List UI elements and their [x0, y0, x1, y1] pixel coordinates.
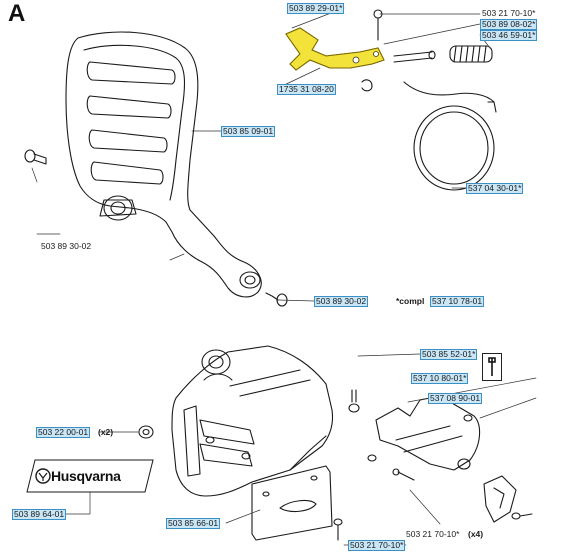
screw-mid: [348, 389, 360, 413]
part-label-503220001[interactable]: 503 22 00-01: [36, 427, 91, 438]
screw-bottom: [333, 518, 343, 541]
part-label-503893002-right[interactable]: 503 89 30-02: [314, 296, 369, 307]
clutch-cover: [171, 345, 334, 497]
part-label-503896401[interactable]: 503 89 64-01: [12, 509, 67, 520]
cover-piece: [367, 395, 481, 481]
screw-left: [24, 149, 47, 165]
tool-icon: [482, 353, 502, 381]
nut: [138, 425, 154, 439]
part-label-503892901[interactable]: 503 89 29-01*: [287, 3, 345, 14]
part-label-173531082[interactable]: 1735 31 08-20: [277, 84, 336, 95]
part-label-537043001[interactable]: 537 04 30-01*: [466, 183, 524, 194]
part-label-537089001[interactable]: 537 08 90-01: [428, 393, 483, 404]
part-label-503855201[interactable]: 503 85 52-01*: [420, 349, 478, 360]
spring: [393, 45, 493, 63]
part-label-503217010-bottom[interactable]: 503 21 70-10*: [406, 529, 460, 539]
brake-band: [403, 81, 497, 191]
part-label-503465901[interactable]: 503 46 59-01*: [480, 30, 538, 41]
part-label-537107801[interactable]: 537 10 78-01: [430, 296, 485, 307]
clip: [361, 79, 373, 92]
part-label-503856601[interactable]: 503 85 66-01: [166, 518, 221, 529]
part-label-503890802[interactable]: 503 89 08-02*: [480, 19, 538, 30]
part-label-503893002-left[interactable]: 503 89 30-02: [41, 241, 92, 251]
section-letter: A: [8, 0, 26, 27]
husqvarna-logo-text: Husqvarna: [51, 468, 121, 484]
chain-brake-handle: [65, 31, 262, 298]
part-label-503850901[interactable]: 503 85 09-01: [221, 126, 276, 137]
chain-catcher: [483, 475, 533, 523]
qty-x4: (x4): [468, 529, 484, 539]
highlighted-part-fill: [285, 27, 385, 71]
guide-plate: [251, 465, 333, 541]
compl-prefix: *compl: [396, 296, 425, 306]
part-label-537108001[interactable]: 537 10 80-01*: [411, 373, 469, 384]
screw-top: [373, 9, 383, 41]
part-label-503217010-bottom2[interactable]: 503 21 70-10*: [348, 540, 406, 551]
part-label-503217010-top[interactable]: 503 21 70-10*: [482, 8, 536, 18]
husqvarna-decal: Husqvarna: [25, 458, 155, 494]
screw-right: [265, 292, 288, 307]
qty-x2: (x2): [98, 427, 114, 437]
